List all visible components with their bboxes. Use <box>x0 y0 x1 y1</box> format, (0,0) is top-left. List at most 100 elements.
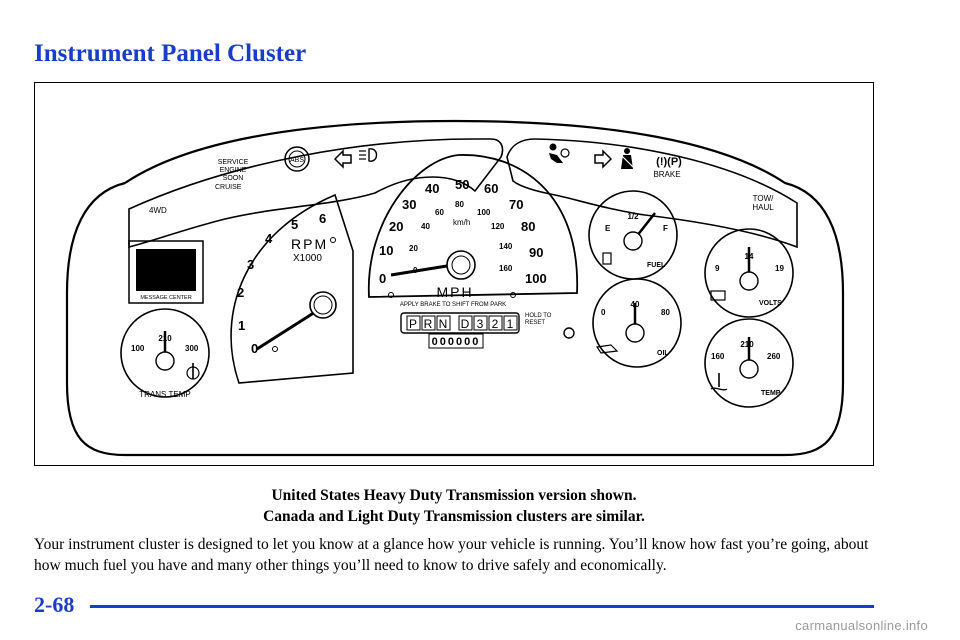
trans-temp-label: TRANS TEMP <box>139 390 190 399</box>
voltmeter: 9 14 19 VOLTS <box>704 228 794 318</box>
oil-can-icon <box>595 344 619 354</box>
message-center-label: MESSAGE CENTER <box>140 295 191 301</box>
mph-tick-60: 60 <box>484 181 498 196</box>
tach-tick-4: 4 <box>265 231 273 246</box>
kmh-tick-60: 60 <box>435 208 444 217</box>
service-engine-soon-line2: ENGINE <box>220 167 247 174</box>
tach-tick-5: 5 <box>291 217 298 232</box>
fuel-pump-icon <box>602 252 612 265</box>
kmh-tick-20: 20 <box>409 244 418 253</box>
trip-reset-button[interactable] <box>563 327 575 339</box>
headlamp-icon <box>359 148 378 162</box>
mph-tick-10: 10 <box>379 243 393 258</box>
fourwd-indicator: 4WD <box>149 206 167 215</box>
trans-temp-tick-300: 300 <box>185 344 199 353</box>
footer-rule <box>90 605 874 608</box>
cruise-indicator: CRUISE <box>215 184 242 191</box>
right-turn-signal-icon <box>594 149 613 169</box>
gear-n: N <box>439 317 448 331</box>
gear-3: 3 <box>477 317 484 331</box>
service-engine-soon-line1: SERVICE <box>218 159 249 166</box>
seatbelt-icon <box>620 148 634 169</box>
battery-icon <box>710 290 726 301</box>
service-engine-soon-line3: SOON <box>223 175 244 182</box>
abs-indicator: ABS <box>284 146 310 172</box>
gear-2: 2 <box>492 317 499 331</box>
tach-tick-0: 0 <box>251 341 258 356</box>
odometer: 000000 <box>428 333 484 349</box>
mph-tick-20: 20 <box>389 219 403 234</box>
volts-tick-9: 9 <box>715 264 720 273</box>
temp-tick-260: 260 <box>767 352 781 361</box>
coolant-temp-gauge: 160 210 260 TEMP <box>704 318 794 408</box>
oil-label: OIL <box>657 350 669 357</box>
mph-tick-40: 40 <box>425 181 439 196</box>
mph-tick-100: 100 <box>525 271 547 286</box>
kmh-tick-160: 160 <box>499 264 513 273</box>
speedometer: 0 10 20 30 40 50 60 70 80 90 100 0 20 40… <box>368 154 578 349</box>
caption-line-2: Canada and Light Duty Transmission clust… <box>263 508 645 525</box>
instrument-cluster-figure: SERVICE ENGINE SOON ABS CRUISE 4WD (!)(P… <box>34 82 874 466</box>
abs-label: ABS <box>290 157 304 164</box>
fuel-label: FUEL <box>647 262 666 269</box>
gear-p: P <box>409 317 417 331</box>
left-turn-signal-icon <box>333 149 352 169</box>
caption-line-1: United States Heavy Duty Transmission ve… <box>271 487 637 504</box>
gear-selector: P R N D 3 2 1 <box>400 312 520 334</box>
kmh-tick-40: 40 <box>421 222 430 231</box>
trans-temp-tick-100: 100 <box>131 344 145 353</box>
airbag-icon <box>549 143 570 163</box>
gear-r: R <box>424 317 433 331</box>
mph-tick-30: 30 <box>402 197 416 212</box>
gear-1: 1 <box>507 317 514 331</box>
left-indicator-bezel <box>128 138 504 249</box>
volts-tick-19: 19 <box>775 264 784 273</box>
kmh-tick-100: 100 <box>477 208 491 217</box>
brake-indicator-label: BRAKE <box>653 170 680 179</box>
oil-tick-0: 0 <box>601 308 606 317</box>
tach-unit-label: RPM <box>291 236 328 252</box>
tow-haul-line1: TOW/ <box>753 194 775 203</box>
fuel-gauge: E 1/2 F FUEL <box>588 190 678 280</box>
right-indicator-bezel <box>506 138 798 249</box>
temp-tick-210: 210 <box>740 340 754 349</box>
gear-d: D <box>461 317 470 331</box>
message-center: MESSAGE CENTER <box>128 240 204 304</box>
figure-caption: United States Heavy Duty Transmission ve… <box>34 485 874 527</box>
tach-multiplier-label: X1000 <box>293 253 322 264</box>
kmh-unit-label: km/h <box>453 218 470 227</box>
instrument-cluster-illustration: SERVICE ENGINE SOON ABS CRUISE 4WD (!)(P… <box>65 119 845 457</box>
hold-to-reset-line1: HOLD TO <box>525 313 552 319</box>
body-paragraph: Your instrument cluster is designed to l… <box>34 536 869 574</box>
apply-brake-note: APPLY BRAKE TO SHIFT FROM PARK <box>400 302 506 308</box>
fuel-half-label: 1/2 <box>627 212 639 221</box>
mph-tick-70: 70 <box>509 197 523 212</box>
watermark: carmanualsonline.info <box>795 618 928 633</box>
cluster-outline <box>65 119 845 457</box>
kmh-tick-80: 80 <box>455 200 464 209</box>
oil-tick-80: 80 <box>661 308 670 317</box>
kmh-tick-120: 120 <box>491 222 505 231</box>
tach-tick-3: 3 <box>247 257 254 272</box>
brake-warning-icon: (!)(P) <box>656 156 682 168</box>
tach-tick-6: 6 <box>319 211 326 226</box>
mph-tick-80: 80 <box>521 219 535 234</box>
trans-temp-gauge: 100 210 300 TRANS TEMP <box>120 308 210 399</box>
oil-pressure-gauge: 0 40 80 OIL <box>592 278 682 368</box>
fuel-empty-label: E <box>605 224 611 233</box>
mph-tick-90: 90 <box>529 245 543 260</box>
mph-tick-50: 50 <box>455 177 469 192</box>
transmission-temp-icon <box>186 363 200 380</box>
mph-tick-0: 0 <box>379 271 386 286</box>
mph-unit-label: MPH <box>436 284 473 300</box>
tach-tick-2: 2 <box>237 285 244 300</box>
kmh-tick-140: 140 <box>499 242 513 251</box>
page-number: 2-68 <box>34 592 75 617</box>
page-title: Instrument Panel Cluster <box>34 40 307 67</box>
fuel-full-label: F <box>663 224 668 233</box>
tow-haul-line2: HAUL <box>752 203 774 212</box>
thermometer-icon <box>710 373 728 391</box>
tach-tick-1: 1 <box>238 318 245 333</box>
tachometer: 0 1 2 3 4 5 6 RPM X1000 <box>230 193 354 384</box>
hold-to-reset-line2: RESET <box>525 320 545 326</box>
